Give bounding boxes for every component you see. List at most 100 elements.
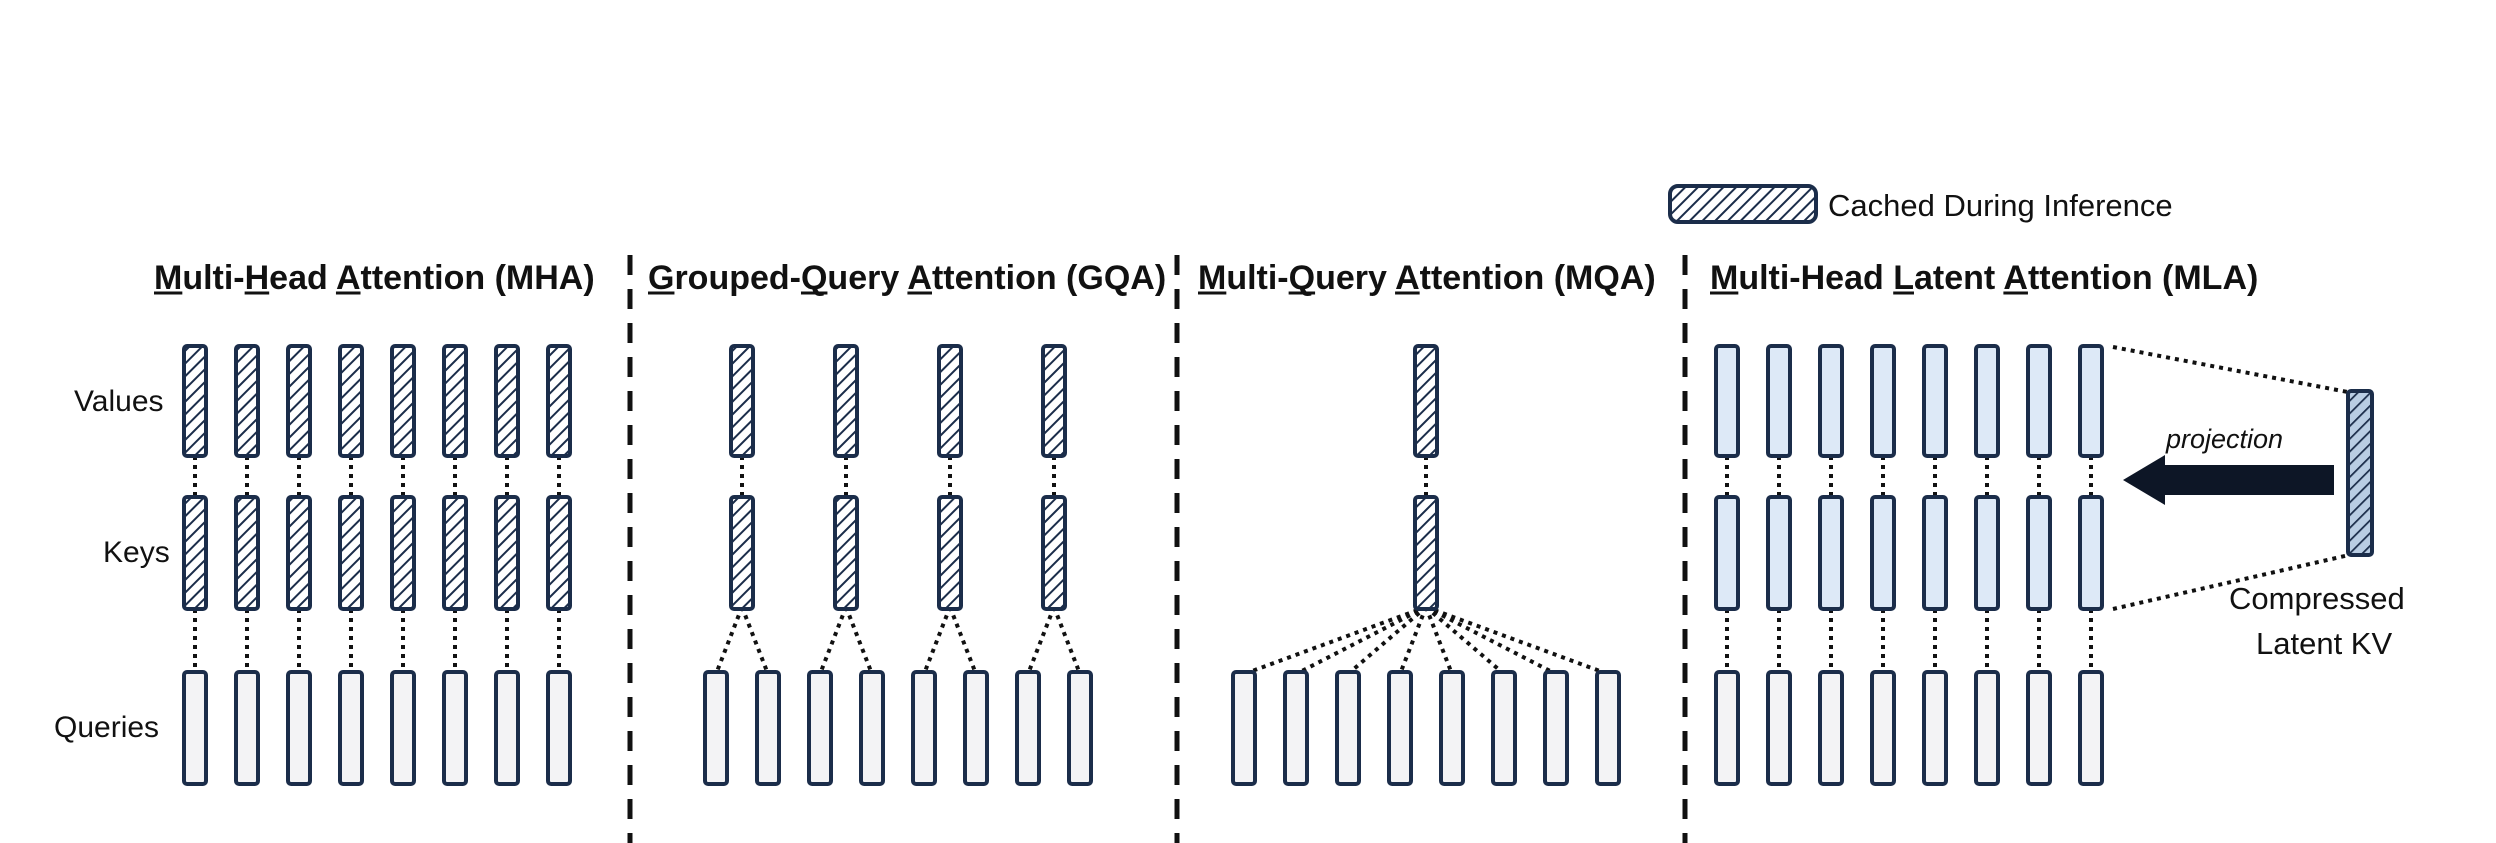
key-head-mha [546, 495, 572, 611]
query-head-mha [234, 670, 260, 786]
query-head-mla [2026, 670, 2052, 786]
value-head-mqa [1413, 344, 1439, 458]
latent-caption-line2: Latent KV [2256, 626, 2392, 661]
key-head-gqa [937, 495, 963, 611]
value-head-gqa [833, 344, 859, 458]
query-head-mha [546, 670, 572, 786]
value-head-mla [2026, 344, 2052, 458]
value-head-mla [2078, 344, 2104, 458]
query-head-mqa [1283, 670, 1309, 786]
head-connector [740, 606, 770, 675]
value-head-mha [546, 344, 572, 458]
key-head-mha [338, 495, 364, 611]
query-head-mla [1818, 670, 1844, 786]
query-head-mla [1766, 670, 1792, 786]
query-head-mqa [1491, 670, 1517, 786]
head-connector [922, 606, 952, 675]
key-head-mqa [1413, 495, 1439, 611]
head-connector [1424, 606, 1454, 675]
head-connector [844, 606, 874, 675]
head-connector [1026, 606, 1056, 675]
projection-label: projection [2165, 424, 2283, 454]
compressed-latent-kv-box [2346, 389, 2374, 557]
row-label-queries: Queries [54, 711, 159, 744]
value-head-mha [494, 344, 520, 458]
query-head-gqa [1067, 670, 1093, 786]
key-head-mha [390, 495, 416, 611]
key-head-mla [1766, 495, 1792, 611]
section-dividers [627, 255, 1688, 843]
query-head-mha [442, 670, 468, 786]
query-head-mha [494, 670, 520, 786]
query-head-mla [1870, 670, 1896, 786]
value-head-mla [1714, 344, 1740, 458]
value-head-gqa [937, 344, 963, 458]
key-head-mla [1870, 495, 1896, 611]
query-head-mqa [1543, 670, 1569, 786]
key-head-mla [2078, 495, 2104, 611]
value-head-gqa [729, 344, 755, 458]
key-head-mha [442, 495, 468, 611]
panel-title-mla: Multi-Head Latent Attention (MLA) [1710, 259, 2258, 297]
value-head-mla [1766, 344, 1792, 458]
key-head-gqa [833, 495, 859, 611]
key-head-mla [1974, 495, 2000, 611]
value-head-gqa [1041, 344, 1067, 458]
query-head-gqa [911, 670, 937, 786]
query-head-mqa [1335, 670, 1361, 786]
query-head-mha [182, 670, 208, 786]
value-head-mha [234, 344, 260, 458]
head-connector [714, 606, 744, 675]
query-head-gqa [807, 670, 833, 786]
row-labels: Values Keys Queries [54, 385, 170, 744]
query-head-gqa [859, 670, 885, 786]
legend-cached-swatch [1668, 184, 1818, 224]
key-head-mla [1818, 495, 1844, 611]
value-head-mha [286, 344, 312, 458]
query-head-mha [338, 670, 364, 786]
head-connector [1295, 605, 1427, 676]
head-connector [1052, 606, 1082, 675]
mla-latent-group: projection Compressed Latent KV [2112, 345, 2405, 661]
value-head-mha [338, 344, 364, 458]
query-head-mqa [1387, 670, 1413, 786]
value-head-mla [1974, 344, 2000, 458]
query-head-gqa [1015, 670, 1041, 786]
key-head-mha [494, 495, 520, 611]
query-head-mla [2078, 670, 2104, 786]
key-head-gqa [729, 495, 755, 611]
value-head-mha [442, 344, 468, 458]
query-head-mqa [1595, 670, 1621, 786]
attention-heads [182, 344, 2104, 786]
key-head-gqa [1041, 495, 1067, 611]
key-head-mla [1922, 495, 1948, 611]
latent-connector-bottom [2112, 551, 2359, 611]
key-head-mha [234, 495, 260, 611]
legend-label: Cached During Inference [1828, 188, 2173, 223]
panel-titles: Multi-Head Attention (MHA) Grouped-Query… [154, 259, 2258, 297]
key-head-mha [286, 495, 312, 611]
head-connectors [193, 456, 2093, 676]
query-head-mqa [1439, 670, 1465, 786]
value-head-mla [1922, 344, 1948, 458]
value-head-mla [1870, 344, 1896, 458]
query-head-mla [1714, 670, 1740, 786]
latent-connector-top [2112, 345, 2359, 396]
row-label-values: Values [74, 385, 164, 418]
value-head-mha [182, 344, 208, 458]
panel-title-mha: Multi-Head Attention (MHA) [154, 259, 595, 297]
value-head-mha [390, 344, 416, 458]
panel-title-mqa: Multi-Query Attention (MQA) [1198, 259, 1656, 297]
head-connector [818, 606, 848, 675]
query-head-mla [1922, 670, 1948, 786]
query-head-gqa [755, 670, 781, 786]
query-head-mqa [1231, 670, 1257, 786]
latent-caption-line1: Compressed [2229, 581, 2405, 616]
head-connector [1425, 605, 1609, 676]
head-connector [1398, 606, 1428, 675]
query-head-mha [286, 670, 312, 786]
query-head-gqa [963, 670, 989, 786]
head-connector [1243, 605, 1427, 676]
legend: Cached During Inference [1668, 184, 2173, 224]
